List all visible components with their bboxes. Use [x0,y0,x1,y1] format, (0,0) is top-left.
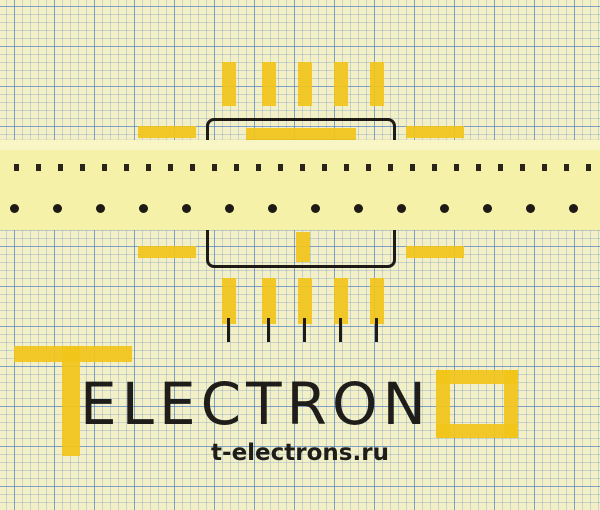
sprocket-hole [139,204,148,213]
tape-pocket [498,164,503,171]
sprocket-hole [182,204,191,213]
sprocket-hole [53,204,62,213]
chip-pin-bottom [298,278,312,324]
sprocket-hole [483,204,492,213]
sprocket-hole [225,204,234,213]
component-carrier-tape [0,140,600,230]
chip-lead [267,318,270,342]
chip-inner-fill [246,128,356,140]
chip-pin-bottom [262,278,276,324]
tape-pocket [476,164,481,171]
tape-pocket [190,164,195,171]
tape-pocket [454,164,459,171]
chip-pin-top [370,62,384,106]
tape-pocket [586,164,591,171]
chip-lead [375,318,378,342]
sprocket-hole [268,204,277,213]
chip-pin-top [262,62,276,106]
sprocket-hole [526,204,535,213]
tape-pocket [410,164,415,171]
tape-pocket [14,164,19,171]
sprocket-hole [397,204,406,213]
chip-pin-left [138,246,196,258]
logo-o-frame-top [436,370,518,384]
tape-pocket [146,164,151,171]
chip-pin-top [334,62,348,106]
logo-t-stem [62,346,80,456]
sprocket-hole [10,204,19,213]
tape-pocket [36,164,41,171]
tape-pocket [432,164,437,171]
tape-pocket [80,164,85,171]
tape-pocket [212,164,217,171]
sprocket-hole [569,204,578,213]
tape-pocket [388,164,393,171]
tape-pocket [564,164,569,171]
chip-pin-bottom [334,278,348,324]
sprocket-hole [311,204,320,213]
logo-o-frame-right [504,370,518,438]
brand-wordmark: ELECTRON [80,370,431,438]
tape-pocket [366,164,371,171]
chip-pin-left [138,126,196,138]
logo-o-frame-left [436,370,450,438]
tape-pocket [234,164,239,171]
sprocket-hole [354,204,363,213]
chip-inner-fill [296,232,310,262]
logo-o-frame-bottom [436,424,518,438]
chip-pin-bottom [370,278,384,324]
tape-pocket [344,164,349,171]
tape-pocket [542,164,547,171]
tape-pocket [256,164,261,171]
chip-pin-right [406,126,464,138]
tape-pocket [278,164,283,171]
website-url: t-electrons.ru [211,440,389,466]
chip-lead [227,318,230,342]
tape-pocket [58,164,63,171]
tape-pocket [102,164,107,171]
chip-lead [303,318,306,342]
chip-pin-top [222,62,236,106]
chip-pin-bottom [222,278,236,324]
chip-pin-right [406,246,464,258]
tape-pocket [168,164,173,171]
chip-lead [339,318,342,342]
sprocket-hole [440,204,449,213]
sprocket-hole [96,204,105,213]
tape-pocket [300,164,305,171]
tape-pocket [322,164,327,171]
tape-pocket [520,164,525,171]
chip-pin-top [298,62,312,106]
tape-pocket [124,164,129,171]
